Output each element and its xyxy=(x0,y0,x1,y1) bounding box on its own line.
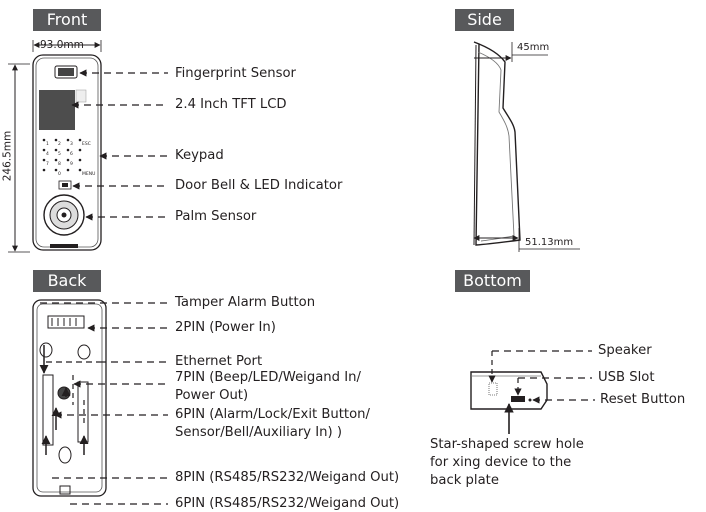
keypad-key-label: 2 xyxy=(58,141,61,147)
keypad-label: Keypad xyxy=(175,148,224,163)
keypad-key-label: 3 xyxy=(70,141,73,147)
bottom-section-tag: Bottom xyxy=(455,270,530,292)
keypad-key-label: 5 xyxy=(58,151,61,157)
keypad-key-dot xyxy=(42,138,46,142)
usb-slot-label: USB Slot xyxy=(598,370,655,385)
keypad-key-label: MENU xyxy=(82,171,95,177)
keypad-key-label: 8 xyxy=(58,161,61,167)
bottom-device-drawing xyxy=(470,350,595,434)
palm-sensor-label: Palm Sensor xyxy=(175,209,257,224)
keypad-key-dot xyxy=(66,148,70,152)
six-pin-alarm-label-line1: 6PIN (Alarm/Lock/Exit Button/ xyxy=(175,407,370,422)
keypad-key-label: ESC xyxy=(82,141,91,147)
front-section-tag: Front xyxy=(33,9,101,31)
keypad-key-dot xyxy=(66,168,70,172)
keypad-key-dot xyxy=(54,168,58,172)
tamper-alarm-label: Tamper Alarm Button xyxy=(175,295,316,310)
keypad-key-label: 6 xyxy=(70,151,73,157)
keypad-key-label: 9 xyxy=(70,161,73,167)
side-section-tag: Side xyxy=(455,9,514,31)
back-section-tag: Back xyxy=(33,270,101,292)
screw-hole-label-line1: Star-shaped screw hole xyxy=(430,437,584,452)
keypad-key-label: 4 xyxy=(46,151,49,157)
keypad-key-dot xyxy=(66,158,70,162)
keypad-key-dot xyxy=(42,168,46,172)
keypad-key-dot xyxy=(54,138,58,142)
reset-button-label: Reset Button xyxy=(600,392,686,407)
keypad-key-dot xyxy=(54,148,58,152)
width-dimension-label: 93.0mm xyxy=(40,39,84,51)
keypad-keys: 1 2 3 ESC 4 5 6 7 8 9 0 MENU xyxy=(42,138,95,177)
keypad-key-dot xyxy=(42,158,46,162)
back-device-drawing xyxy=(32,299,170,505)
keypad-key-label: 0 xyxy=(58,171,61,177)
speaker-label: Speaker xyxy=(598,343,652,358)
keypad-key-dot xyxy=(78,148,82,152)
keypad-key-dot xyxy=(78,158,82,162)
six-pin-rs485-label: 6PIN (RS485/RS232/Weigand Out) xyxy=(175,496,400,511)
depth-top-dimension-label: 45mm xyxy=(517,42,550,53)
tft-lcd-label: 2.4 Inch TFT LCD xyxy=(175,97,287,112)
screw-hole-label-line2: for xing device to the xyxy=(430,455,572,470)
seven-pin-label-line1: 7PIN (Beep/LED/Weigand In/ xyxy=(175,370,361,385)
screw-hole-label-line3: back plate xyxy=(430,473,499,488)
side-device-drawing xyxy=(473,41,580,252)
keypad-key-label: 1 xyxy=(46,141,49,147)
height-dimension-label: 246.5mm xyxy=(1,130,14,182)
depth-bottom-dimension-label: 51.13mm xyxy=(525,237,574,248)
keypad-key-dot xyxy=(42,148,46,152)
fingerprint-sensor-label: Fingerprint Sensor xyxy=(175,66,296,81)
door-bell-led-label: Door Bell & LED Indicator xyxy=(175,178,343,193)
ethernet-port-label: Ethernet Port xyxy=(175,354,263,369)
keypad-key-dot xyxy=(78,138,82,142)
keypad-key-label: 7 xyxy=(46,161,49,167)
six-pin-alarm-label-line2: Sensor/Bell/Auxiliary In) ) xyxy=(175,425,342,440)
seven-pin-label-line2: Power Out) xyxy=(175,388,249,403)
keypad-key-dot xyxy=(66,138,70,142)
keypad-key-dot xyxy=(78,168,82,172)
front-device-drawing: 1 2 3 ESC 4 5 6 7 8 9 0 MENU xyxy=(8,40,168,253)
power-in-label: 2PIN (Power In) xyxy=(175,320,276,335)
eight-pin-label: 8PIN (RS485/RS232/Weigand Out) xyxy=(175,470,400,485)
keypad-key-dot xyxy=(54,158,58,162)
